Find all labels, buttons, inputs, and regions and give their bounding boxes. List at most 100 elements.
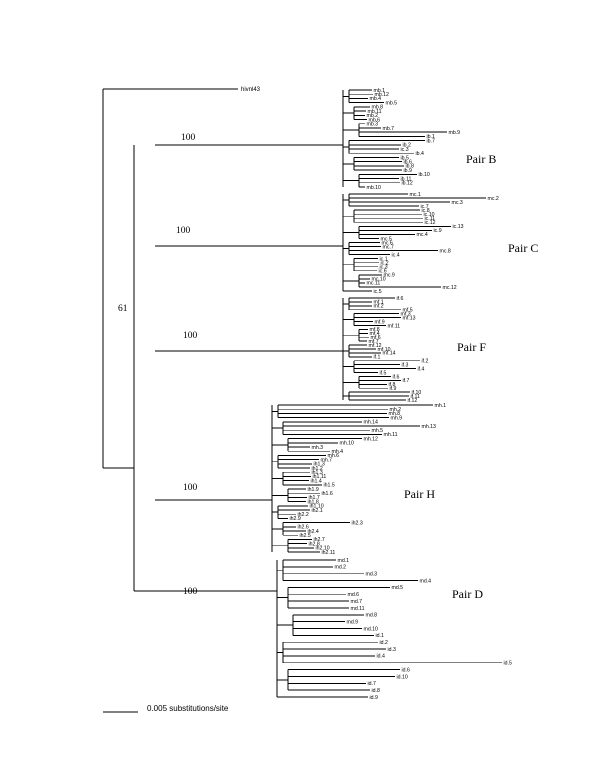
leaf-label-4-14: id.4	[377, 654, 385, 660]
leaf-label-1-16: ic.1	[380, 256, 388, 262]
leaf-label-3-16: ih1.3	[312, 470, 323, 476]
leaf-label-3-25: ih2.1	[312, 508, 323, 514]
leaf-label-1-23: mc.12	[443, 285, 457, 291]
leaf-label-3-1: mh.2	[390, 407, 402, 413]
leaf-label-4-13: id.3	[388, 647, 396, 653]
leaf-label-0-9: mb.7	[383, 126, 395, 132]
clade-f-label: Pair F	[457, 340, 486, 354]
leaf-label-3-17: ih1.11	[313, 474, 327, 480]
leaf-label-3-32: ih2.7	[314, 537, 325, 543]
leaf-label-3-14: ih1.3	[314, 462, 325, 468]
leaf-label-3-30: ih2.4	[308, 529, 319, 535]
leaf-label-1-1: mc.2	[488, 196, 499, 202]
leaf-label-0-8: mb.3	[367, 122, 379, 128]
leaf-label-2-6: mf.9	[375, 319, 385, 325]
leaf-label-4-9: md.9	[347, 619, 359, 625]
leaf-label-0-11: ib.1	[427, 134, 435, 140]
leaf-label-2-1: mf.1	[374, 300, 384, 306]
leaf-label-4-10: md.10	[364, 626, 379, 632]
scale-bar-label: 0.005 substitutions/site	[147, 704, 229, 713]
leaf-label-2-12: mf.12	[369, 343, 382, 349]
leaf-label-3-33: ih2.8	[309, 541, 320, 547]
leaf-label-4-3: md.4	[420, 578, 432, 584]
clade-b-support: 100	[181, 133, 196, 143]
leaf-label-2-4: mf.3	[401, 311, 411, 317]
leaf-label-1-20: mc.9	[384, 273, 395, 279]
leaf-label-1-10: mc.4	[417, 232, 428, 238]
leaf-label-2-5: mf.13	[403, 315, 416, 321]
leaf-label-2-16: if.2	[422, 359, 429, 365]
leaf-label-1-0: mc.1	[410, 192, 421, 198]
leaf-label-1-21: mc.10	[372, 277, 386, 283]
leaf-label-0-22: ib.12	[402, 181, 413, 187]
leaf-label-2-2: mf.2	[374, 304, 384, 310]
leaf-label-3-13: mh.7	[321, 457, 333, 463]
leaf-label-1-6: ic.11	[425, 216, 436, 222]
leaf-label-1-22: mc.11	[367, 281, 381, 287]
leaf-label-2-8: mf.8	[370, 327, 380, 333]
leaf-label-3-10: mh.3	[312, 445, 324, 451]
leaf-label-2-22: if.8	[389, 382, 396, 388]
leaf-label-1-9: ic.9	[434, 228, 442, 234]
leaf-label-3-8: mh.12	[364, 436, 379, 442]
clade-d-label: Pair D	[452, 587, 483, 601]
leaf-label-4-18: id.7	[368, 681, 376, 687]
leaf-label-3-5: mh.13	[422, 424, 437, 430]
leaf-label-1-19: ic.6	[379, 269, 387, 275]
clade-c-label: Pair C	[508, 241, 538, 255]
leaf-label-1-24: ic.5	[374, 289, 382, 295]
leaf-label-3-28: ih2.3	[352, 520, 363, 526]
leaf-label-2-26: if.12	[408, 398, 418, 404]
leaf-label-3-6: mh.5	[372, 428, 384, 434]
leaf-label-4-11: id.1	[376, 633, 384, 639]
leaf-labels: mb.1mb.12mb.4mb.5mb.8mb.11mb.2mb.6mb.3mb…	[290, 88, 512, 701]
leaf-label-0-16: ib.5	[401, 155, 409, 161]
leaf-label-3-24: ih1.10	[310, 504, 324, 510]
leaf-label-4-4: md.5	[392, 585, 404, 591]
leaf-label-4-20: id.9	[370, 695, 378, 701]
leaf-label-2-19: if.5	[380, 370, 387, 376]
leaf-label-1-18: ic.3	[380, 265, 388, 271]
leaf-label-0-6: mb.2	[367, 113, 379, 119]
leaf-label-3-22: ih1.7	[309, 495, 320, 501]
leaf-label-0-13: ib.2	[403, 143, 411, 149]
leaf-label-4-8: md.8	[366, 613, 378, 619]
leaf-label-3-20: ih1.9	[308, 487, 319, 493]
leaf-label-1-5: ic.10	[424, 212, 435, 218]
clade-c-support: 100	[176, 226, 191, 236]
leaf-label-0-7: mb.6	[369, 117, 381, 123]
leaf-label-2-23: if.9	[390, 386, 397, 392]
leaf-label-0-5: mb.11	[368, 109, 382, 115]
leaf-label-1-7: ic.12	[425, 220, 436, 226]
leaf-label-1-2: mc.3	[452, 200, 463, 206]
leaf-label-2-20: if.6	[393, 374, 400, 380]
leaf-label-2-15: if.1	[374, 355, 381, 361]
leaf-label-0-17: ib.6	[404, 159, 412, 165]
leaf-label-2-24: if.10	[412, 390, 422, 396]
leaf-label-2-9: mf.4	[370, 331, 380, 337]
leaf-label-root: hivnl43	[241, 87, 261, 93]
leaf-label-3-12: mh.6	[328, 453, 340, 459]
leaf-label-2-3: mf.5	[403, 308, 413, 314]
leaf-label-1-11: mc.5	[381, 236, 392, 242]
clade-h-label: Pair H	[404, 487, 435, 501]
leaf-label-3-27: ih2.9	[290, 516, 301, 522]
leaf-label-0-0: mb.1	[374, 88, 386, 94]
leaf-label-3-21: ih1.6	[322, 491, 333, 497]
leaf-label-1-12: mc.6	[382, 240, 393, 246]
leaf-label-0-20: ib.10	[419, 172, 430, 178]
leaf-label-0-10: mb.9	[449, 130, 461, 136]
clade-h-support: 100	[183, 483, 198, 493]
leaf-label-3-0: mh.1	[435, 403, 447, 409]
leaf-label-4-2: md.3	[366, 572, 378, 578]
leaf-label-0-3: mb.5	[386, 100, 398, 106]
leaf-label-3-35: ih2.11	[322, 550, 336, 556]
leaf-label-2-13: mf.10	[378, 347, 391, 353]
leaf-label-3-4: mh.14	[364, 420, 379, 426]
leaf-label-1-17: ic.2	[381, 261, 389, 267]
leaf-label-4-5: md.6	[348, 592, 360, 598]
leaf-label-3-3: mh.9	[391, 415, 403, 421]
leaf-label-2-25: if.11	[411, 394, 421, 400]
leaf-label-2-0: if.6	[397, 296, 404, 302]
